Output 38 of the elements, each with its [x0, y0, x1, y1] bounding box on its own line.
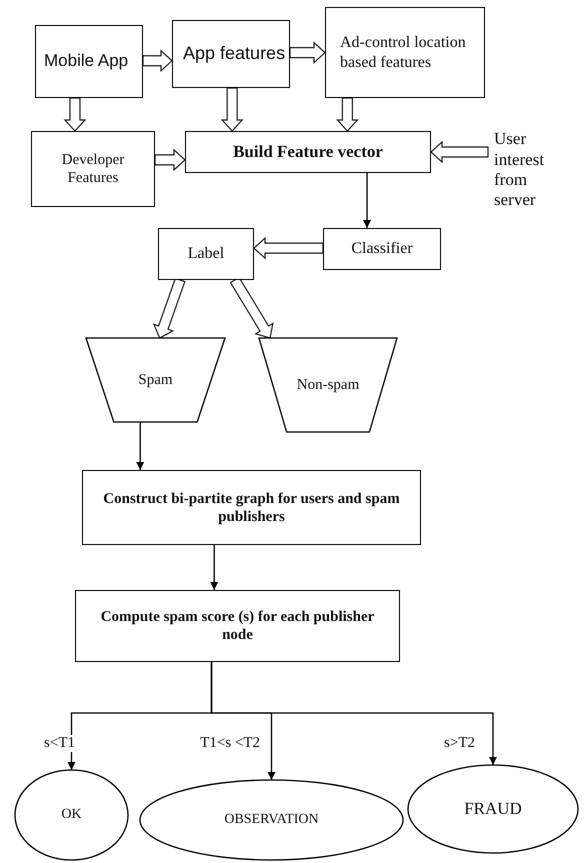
node-label: Mobile App [44, 51, 128, 72]
node-label: OBSERVATION [224, 812, 319, 828]
hollow-arrow [430, 140, 489, 164]
hollow-arrow [336, 97, 359, 132]
node-label: Build Feature vector [233, 142, 383, 162]
node-label: Classifier [351, 239, 413, 259]
arrow [210, 662, 497, 765]
process-box [158, 228, 254, 280]
hollow-arrow [289, 41, 326, 64]
hollow-arrow [154, 148, 186, 172]
process-box [75, 590, 400, 662]
process-box [323, 228, 441, 270]
node-label: Construct bi-partite graph for users and spam publishers [102, 490, 401, 526]
process-box [35, 25, 143, 98]
hollow-arrow [64, 97, 86, 132]
process-box [31, 131, 155, 207]
node-label: Label [188, 244, 224, 264]
node-label: Developer Features [60, 151, 126, 187]
annotation-text: User interest from server [494, 129, 546, 211]
node-label: App features [183, 43, 286, 65]
hollow-arrow [142, 49, 173, 72]
hollow-arrow [220, 87, 244, 132]
arrow [136, 422, 144, 470]
node-label: Ad-control location based features [340, 33, 467, 72]
process-box [325, 7, 485, 98]
process-box [82, 470, 421, 545]
edge-label: s<T1 [43, 735, 76, 752]
hollow-arrow [253, 236, 324, 260]
hollow-arrow [152, 278, 186, 339]
node-label: FRAUD [464, 798, 522, 820]
arrow [363, 173, 372, 228]
node-label: Non-spam [296, 376, 360, 394]
node-label: Compute spam score (s) for each publisher node [100, 608, 376, 644]
node-label: OK [61, 806, 82, 824]
process-box [172, 20, 290, 88]
node-label: Spam [138, 371, 173, 389]
process-box [185, 131, 431, 173]
arrow [210, 545, 218, 590]
